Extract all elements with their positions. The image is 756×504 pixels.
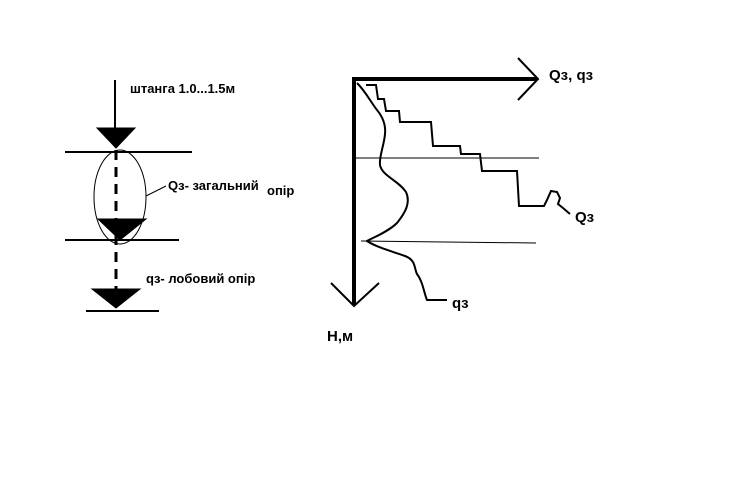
reference-line-lower <box>360 240 537 244</box>
total-resistance-label: Qз- загальний <box>168 178 259 193</box>
resistance-graph <box>330 57 571 308</box>
rod-schematic <box>65 80 192 312</box>
middle-cone <box>96 218 148 241</box>
leader-line <box>145 185 167 197</box>
x-axis-label: Qз, qз <box>549 67 594 84</box>
total-resistance-ellipse <box>93 149 147 245</box>
y-axis-arrowhead <box>330 282 380 308</box>
x-axis-arrowhead <box>517 57 540 101</box>
total-resistance-curve-label: Qз <box>575 209 595 226</box>
upper-cone <box>95 127 137 149</box>
tip-resistance-label: qз- лобовий опір <box>146 271 256 286</box>
total-resistance-curve <box>366 84 571 215</box>
tip-resistance-curve-label: qз <box>452 295 469 312</box>
rod-label: штанга 1.0...1.5м <box>130 81 236 96</box>
lower-cone <box>90 288 142 309</box>
y-axis-label: H,м <box>327 328 354 345</box>
tip-resistance-curve <box>356 82 447 301</box>
total-resistance-suffix-label: опір <box>267 183 295 198</box>
